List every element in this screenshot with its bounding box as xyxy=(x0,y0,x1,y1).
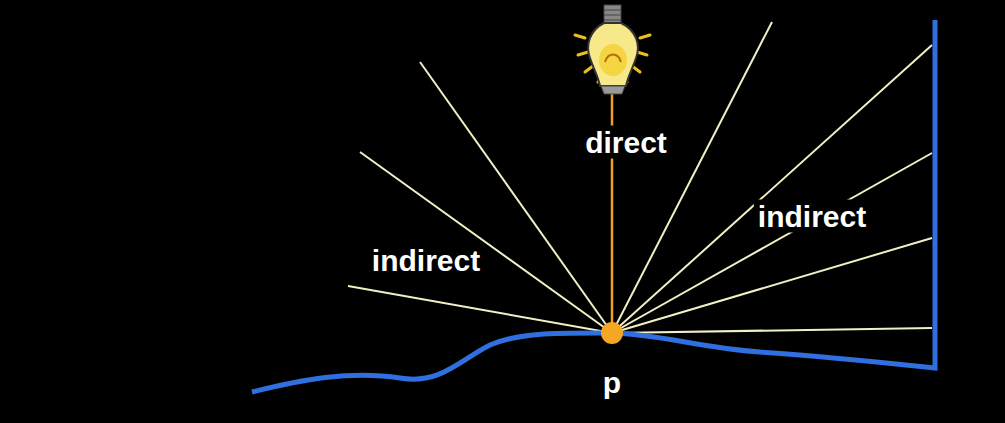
indirect-label: indirect xyxy=(754,200,870,233)
light-bulb xyxy=(575,5,650,94)
surface xyxy=(252,20,935,392)
indirect-rays xyxy=(348,22,932,333)
indirect-label: indirect xyxy=(368,244,484,277)
direct-label: direct xyxy=(581,126,671,159)
point xyxy=(601,322,623,344)
point-label: p xyxy=(599,366,625,399)
